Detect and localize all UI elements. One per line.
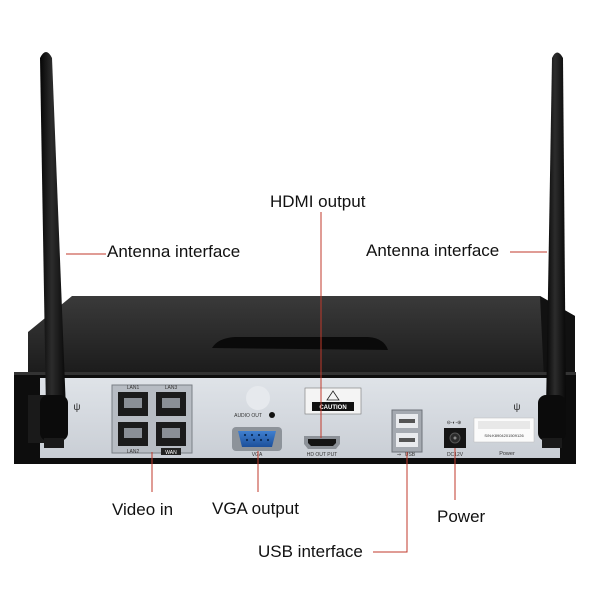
- lan2-label: LAN2: [127, 449, 140, 455]
- callout-leader-lines: [66, 212, 547, 553]
- vga-port: [232, 427, 282, 451]
- callout-video-in: Video in: [112, 500, 174, 519]
- hdmi-port: [304, 436, 340, 449]
- wan-port: [156, 422, 186, 446]
- callout-antenna-right: Antenna interface: [366, 241, 500, 260]
- svg-text:ψ: ψ: [513, 402, 520, 413]
- lan-port-2: [118, 422, 148, 446]
- lan1-label: LAN1: [127, 385, 140, 391]
- hdmi-label: HD OUT PUT: [307, 452, 337, 458]
- usb-symbol-icon: ⇝: [397, 452, 401, 458]
- lan3-label: LAN3: [165, 385, 178, 391]
- usb-ports: USB ⇝: [391, 409, 423, 458]
- lan-port-3: [156, 392, 186, 416]
- serial-sticker: S/N:K8904201509126 Power: [473, 417, 535, 457]
- callout-usb-interface: USB interface: [258, 542, 363, 561]
- serial-number-text: S/N:K8904201509126: [484, 433, 524, 438]
- left-antenna: [40, 52, 68, 448]
- audio-out-jack: [269, 412, 275, 418]
- audio-vga-area: AUDIO OUT VGA: [232, 386, 282, 458]
- callout-power: Power: [437, 507, 486, 526]
- callout-hdmi-output: HDMI output: [270, 192, 366, 211]
- callout-vga-output: VGA output: [212, 499, 299, 518]
- right-antenna: [538, 52, 566, 448]
- power-label: Power: [499, 451, 515, 457]
- caution-hdmi-area: CAUTION HD OUT PUT: [304, 387, 362, 458]
- callout-antenna-left: Antenna interface: [107, 242, 241, 261]
- lan-port-1: [118, 392, 148, 416]
- port-panel: ψ LAN1 LAN3 LAN2 WAN AUDIO OUT: [28, 378, 560, 458]
- wan-label: WAN: [165, 450, 177, 456]
- caution-label: CAUTION: [319, 405, 346, 411]
- warning-triangle-icon: [326, 390, 340, 401]
- rj45-port-block: LAN1 LAN3 LAN2 WAN: [111, 384, 193, 456]
- leader-usb: [373, 452, 408, 553]
- audio-out-label: AUDIO OUT: [234, 413, 262, 419]
- vga-label: VGA: [252, 452, 263, 458]
- dc-polarity-icon: ⊖-◐-⊕: [447, 420, 462, 426]
- usb-label: USB: [405, 452, 416, 458]
- wifi-antenna-symbol-icon: ψ: [73, 402, 80, 413]
